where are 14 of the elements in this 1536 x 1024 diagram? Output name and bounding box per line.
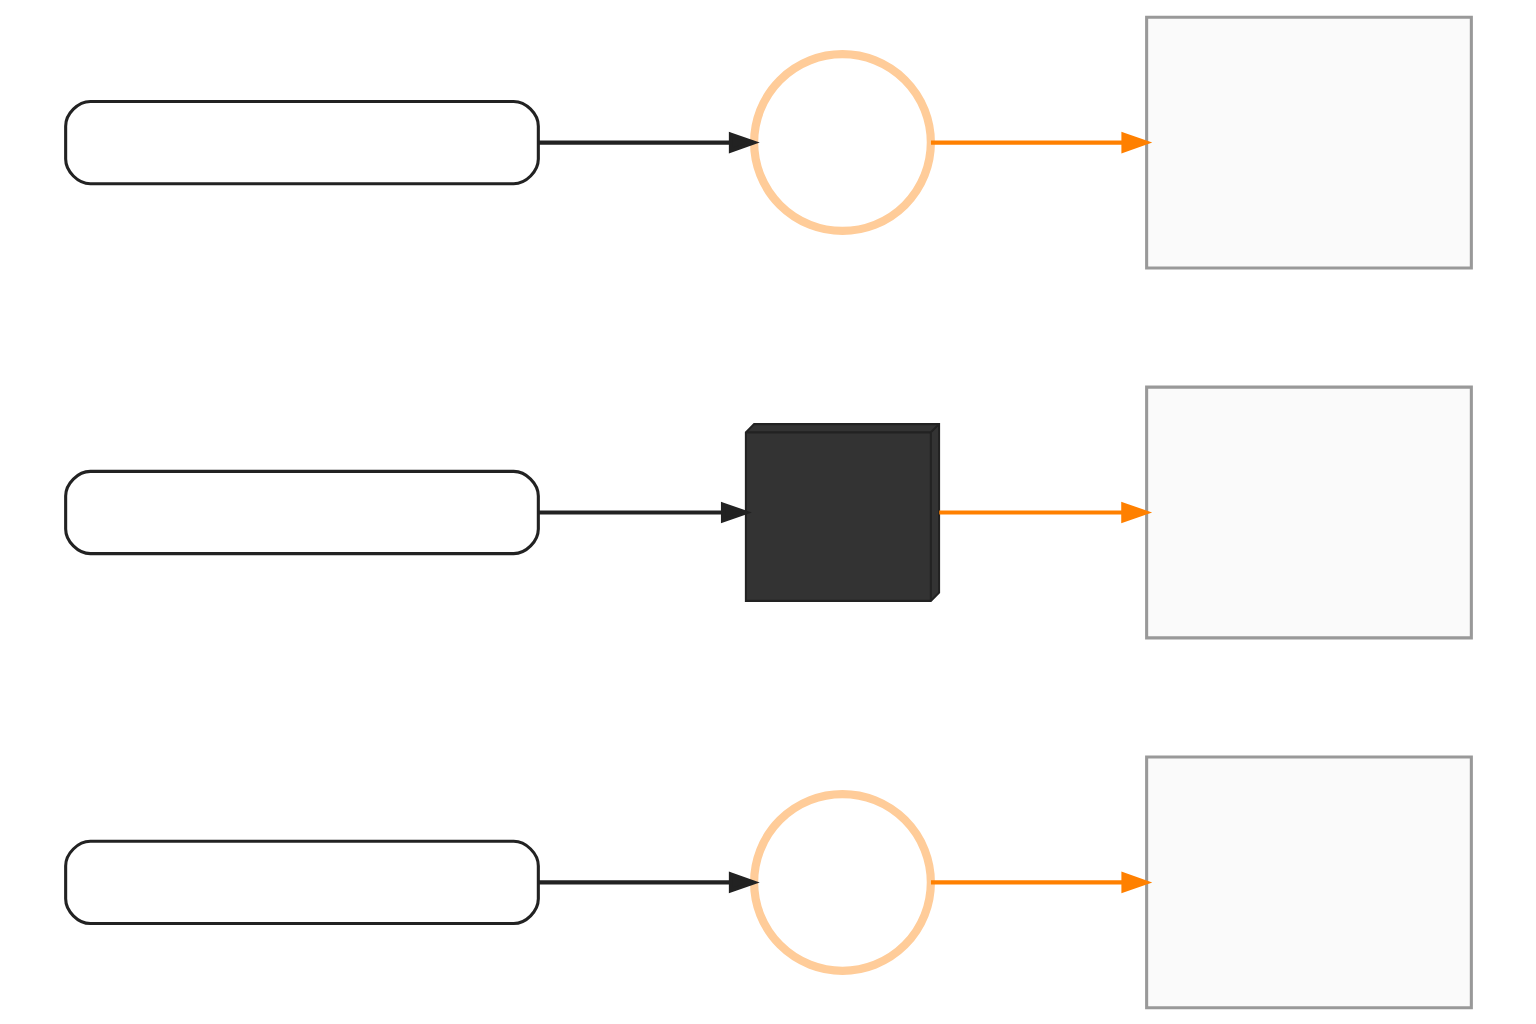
node-window	[1144, 755, 1473, 1009]
node-person	[749, 49, 935, 235]
arrow	[938, 501, 1152, 523]
node-bar	[63, 839, 540, 925]
node-bar	[63, 99, 540, 185]
arrow	[930, 131, 1152, 153]
arrow	[538, 131, 760, 153]
node-window	[1144, 385, 1473, 639]
arrow	[930, 871, 1152, 893]
node-window	[1144, 15, 1473, 269]
arrow	[538, 871, 760, 893]
arrow	[538, 501, 752, 523]
node-circle	[749, 789, 935, 975]
node-bar	[63, 469, 540, 555]
